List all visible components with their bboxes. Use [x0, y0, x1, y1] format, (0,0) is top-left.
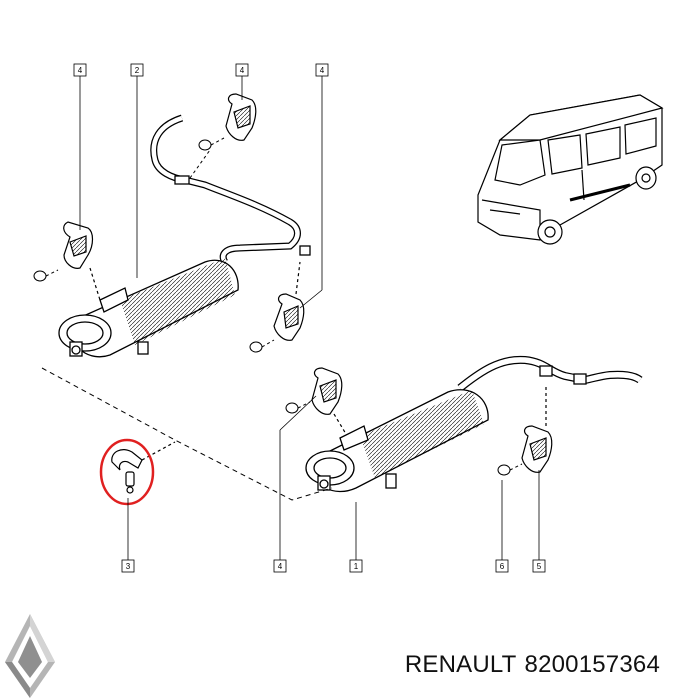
callout-bottom-3: 3: [121, 559, 135, 573]
callout-bottom-4: 4: [273, 559, 287, 573]
renault-diamond-logo-icon: [5, 614, 55, 698]
washer-lower-right: [497, 464, 511, 476]
callout-leaders: [79, 76, 540, 560]
clamp-part: [111, 441, 176, 494]
callout-label: 6: [500, 562, 505, 571]
upper-muffler: [58, 258, 239, 358]
callout-label: 4: [320, 66, 325, 75]
callout-label: 2: [135, 66, 140, 75]
callout-bottom-1: 1: [349, 559, 363, 573]
callout-label: 3: [126, 562, 131, 571]
washer-upper-left: [33, 270, 47, 282]
brand-name: RENAULT: [404, 651, 517, 678]
lower-exhaust-assembly: [305, 355, 643, 493]
callout-label: 4: [278, 562, 283, 571]
highlight-circle: [99, 438, 155, 506]
callout-top-2: 2: [130, 63, 144, 77]
upper-rubber-mount-1: [63, 221, 101, 301]
upper-exhaust-assembly: [58, 114, 311, 358]
washer-upper-mid: [198, 139, 212, 151]
lower-muffler: [305, 389, 489, 493]
assembly-dash-link: [41, 367, 333, 501]
callout-bottom-6: 6: [495, 559, 509, 573]
lower-rubber-mount-1: [311, 367, 347, 435]
upper-tail-pipe: [150, 114, 301, 265]
upper-rubber-mount-2: [225, 93, 257, 141]
lower-rubber-mount-2: [521, 384, 553, 473]
callout-top-left-4: 4: [73, 63, 87, 77]
callout-top-mid-4: 4: [235, 63, 249, 77]
callout-top-right-4: 4: [315, 63, 329, 77]
callout-label: 5: [537, 562, 542, 571]
part-caption: RENAULT 8200157364: [405, 651, 660, 679]
washer-upper-right: [249, 341, 263, 353]
van-illustration: [477, 94, 664, 245]
callout-label: 1: [354, 562, 359, 571]
washer-lower-left: [285, 402, 299, 414]
callout-label: 4: [78, 66, 83, 75]
part-number: 8200157364: [524, 651, 660, 678]
callout-bottom-5: 5: [532, 559, 546, 573]
callout-label: 4: [240, 66, 245, 75]
upper-rubber-mount-3: [273, 261, 305, 341]
